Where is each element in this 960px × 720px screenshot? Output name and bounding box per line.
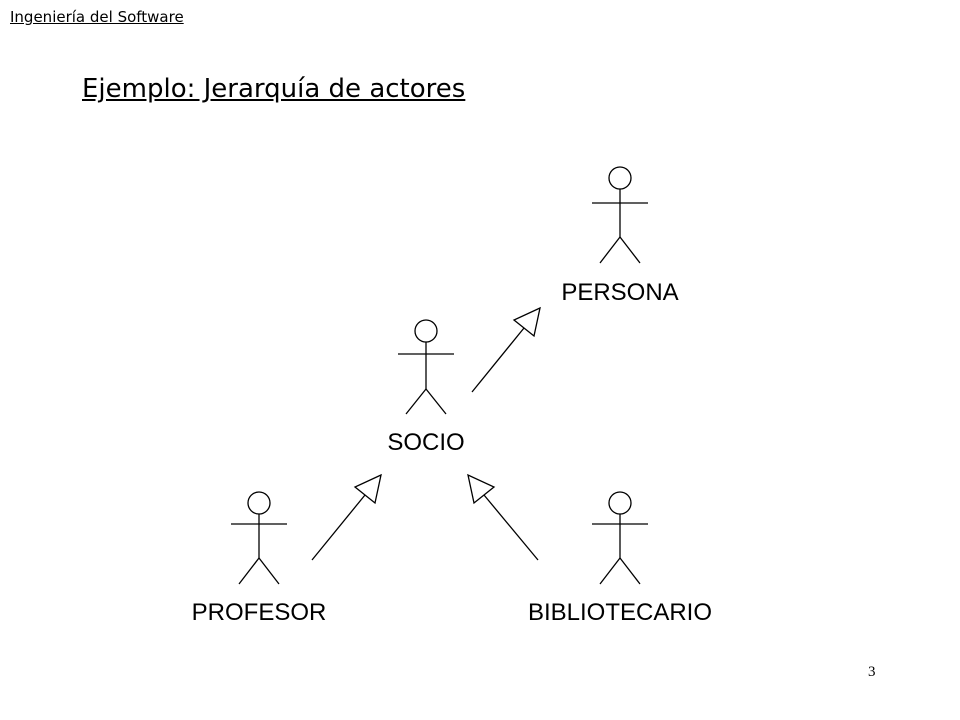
actor-persona: PERSONA: [561, 166, 679, 306]
slide-header: Ingeniería del Software: [10, 8, 184, 26]
profesor-stick-figure-icon: [231, 491, 287, 585]
actor-label-bibliotecario: BIBLIOTECARIO: [528, 599, 712, 626]
socio-stick-figure-icon: [398, 319, 454, 415]
generalization-bibliotecario-socio: [467, 473, 539, 561]
generalization-socio-persona: [471, 306, 541, 393]
actor-bibliotecario: BIBLIOTECARIO: [528, 491, 712, 626]
actor-label-persona: PERSONA: [561, 279, 678, 306]
generalization-profesor-socio: [311, 473, 382, 561]
actor-socio: SOCIO: [387, 319, 465, 456]
generalization-line: [471, 327, 525, 393]
generalization-arrowhead-icon: [512, 306, 541, 338]
persona-stick-figure-icon: [592, 166, 648, 264]
actor-label-socio: SOCIO: [387, 429, 464, 456]
actor-profesor: PROFESOR: [192, 491, 327, 626]
bibliotecario-stick-figure-icon: [592, 491, 648, 585]
page-number: 3: [868, 664, 876, 680]
generalization-line: [311, 494, 366, 561]
slide-title: Ejemplo: Jerarquía de actores: [82, 74, 466, 104]
generalization-line: [483, 494, 539, 561]
actor-label-profesor: PROFESOR: [192, 599, 327, 626]
generalization-arrowhead-icon: [353, 473, 382, 505]
generalization-arrowhead-icon: [467, 473, 496, 505]
